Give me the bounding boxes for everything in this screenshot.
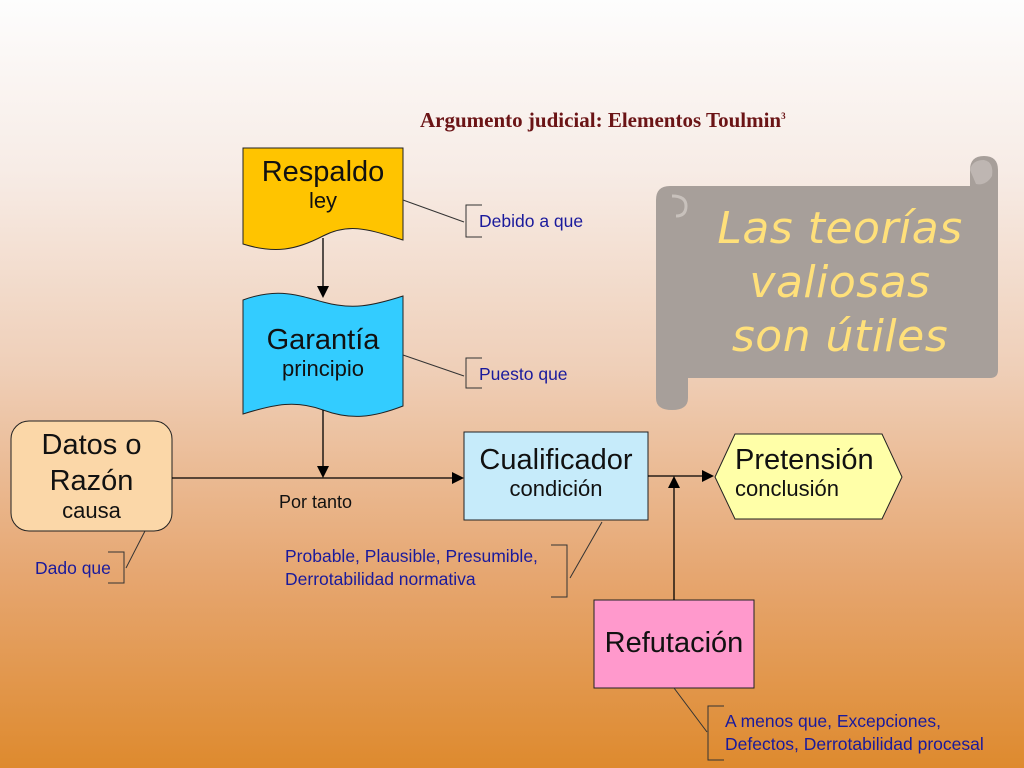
cualificador-note: Probable, Plausible, Presumible, Derrota…: [285, 545, 538, 591]
scroll-text: Las teorías valiosas son útiles: [690, 202, 990, 364]
garantia-sub: principio: [282, 356, 364, 381]
callout-lines: [108, 199, 724, 761]
respaldo-label: Respaldo: [261, 156, 385, 188]
cualificador-box: Cualificador condición: [464, 444, 648, 502]
respaldo-shape: [242, 147, 404, 251]
refutacion-note-line-1: A menos que, Excepciones,: [725, 711, 941, 731]
por-tanto-label: Por tanto: [279, 492, 353, 512]
scroll-banner: [656, 156, 998, 410]
datos-line-2: Razón: [49, 465, 134, 497]
pretension-shape: [714, 433, 903, 520]
refutacion-label: Refutación: [604, 627, 744, 659]
scroll-line-1: Las teorías: [717, 203, 963, 254]
pretension-label: Pretensión: [735, 444, 874, 476]
datos-sub: causa: [62, 498, 121, 523]
garantia-box: Garantía principio: [243, 324, 403, 382]
refutacion-box: Refutación: [594, 627, 754, 659]
scroll-line-2: valiosas: [749, 257, 931, 308]
diagram-title: Argumento judicial: Elementos Toulmin3: [420, 108, 786, 133]
datos-box: Datos o Razón causa: [11, 426, 172, 524]
garantia-note: Puesto que: [479, 364, 568, 384]
cualificador-label: Cualificador: [479, 444, 633, 476]
refutacion-note: A menos que, Excepciones, Defectos, Derr…: [725, 710, 984, 756]
garantia-shape: [242, 292, 404, 417]
cualificador-sub: condición: [509, 476, 603, 501]
datos-shape: [10, 420, 173, 532]
refutacion-shape: [593, 599, 755, 689]
cualificador-note-line-2: Derrotabilidad normativa: [285, 569, 476, 589]
respaldo-box: Respaldo ley: [243, 156, 403, 214]
garantia-label: Garantía: [266, 324, 380, 356]
datos-note: Dado que: [35, 558, 111, 578]
cualificador-shape: [463, 431, 649, 521]
cualificador-note-line-1: Probable, Plausible, Presumible,: [285, 546, 538, 566]
pretension-sub: conclusión: [735, 476, 839, 501]
pretension-box: Pretensión conclusión: [735, 444, 874, 502]
scroll-line-3: son útiles: [731, 311, 949, 362]
respaldo-note: Debido a que: [479, 211, 584, 231]
title-text: Argumento judicial: Elementos Toulmin: [420, 108, 782, 132]
datos-line-1: Datos o: [41, 429, 142, 461]
refutacion-note-line-2: Defectos, Derrotabilidad procesal: [725, 734, 984, 754]
title-footnote: 3: [781, 111, 786, 121]
respaldo-sub: ley: [308, 188, 338, 213]
